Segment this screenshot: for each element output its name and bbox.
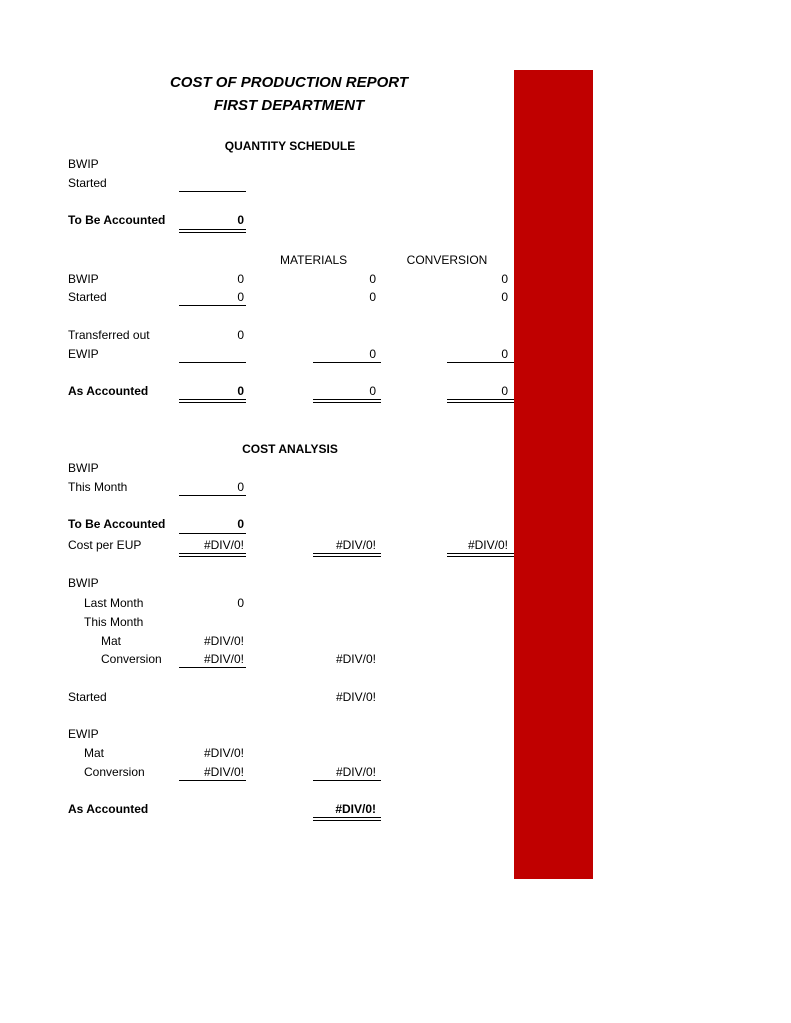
eup-ewip-underline-conversion [447, 362, 514, 363]
ca-bwip-section-label: BWIP [68, 576, 99, 590]
qs-to-be-accounted-double-underline [179, 229, 246, 233]
ca-to-be-accounted-label: To Be Accounted [68, 517, 166, 531]
conversion-header: CONVERSION [406, 253, 488, 267]
ewip-conversion-label: Conversion [84, 765, 145, 779]
eup-row-label: BWIP [68, 272, 99, 286]
qs-to-be-accounted-label: To Be Accounted [68, 213, 166, 227]
ca-bwip-label: BWIP [68, 461, 99, 475]
bwip-total: #DIV/0! [335, 652, 376, 666]
ewip-conversion-value: #DIV/0! [203, 765, 244, 779]
quantity-schedule-heading: QUANTITY SCHEDULE [224, 139, 356, 153]
last-month-label: Last Month [84, 596, 144, 610]
cost-per-eup-materials: #DIV/0! [335, 538, 376, 552]
cost-per-eup-double-underline [447, 553, 514, 557]
ca-this-month-underline [179, 495, 246, 496]
ca-ewip-label: EWIP [68, 727, 99, 741]
qs-bwip-label: BWIP [68, 157, 99, 171]
ca-as-accounted-double-underline [313, 817, 381, 821]
bwip-mat-label: Mat [101, 634, 122, 648]
bwip-conversion-value: #DIV/0! [203, 652, 244, 666]
ca-to-be-accounted-underline [179, 533, 246, 534]
eup-row-units: 0 [237, 272, 244, 286]
ca-this-month-label: This Month [68, 480, 128, 494]
bwip-mat-value: #DIV/0! [203, 634, 244, 648]
ewip-mat-label: Mat [84, 746, 105, 760]
ewip-conversion-underline [179, 780, 246, 781]
eup-row-label: EWIP [68, 347, 99, 361]
eup-row-units: 0 [237, 384, 244, 398]
ca-as-accounted-label: As Accounted [68, 802, 149, 816]
eup-row-materials: 0 [369, 290, 376, 304]
ca-to-be-accounted-value: 0 [237, 517, 244, 531]
ca-started-total: #DIV/0! [335, 690, 376, 704]
eup-row-label: Started [68, 290, 107, 304]
eup-row-conversion: 0 [501, 272, 508, 286]
cost-per-eup-double-underline [313, 553, 381, 557]
bwip-this-month-label: This Month [84, 615, 144, 629]
materials-header: MATERIALS [280, 253, 348, 267]
qs-started-label: Started [68, 176, 107, 190]
ewip-mat-value: #DIV/0! [203, 746, 244, 760]
cost-per-eup-label: Cost per EUP [68, 538, 142, 552]
eup-ewip-underline-materials [313, 362, 381, 363]
eup-row-units: 0 [237, 290, 244, 304]
cost-per-eup-conversion: #DIV/0! [467, 538, 508, 552]
eup-as-accounted-double-underline [447, 399, 514, 403]
eup-row-conversion: 0 [501, 290, 508, 304]
cost-per-eup-total: #DIV/0! [203, 538, 244, 552]
eup-row-conversion: 0 [501, 384, 508, 398]
eup-ewip-underline-units [179, 362, 246, 363]
eup-row-materials: 0 [369, 272, 376, 286]
eup-row-units: 0 [237, 328, 244, 342]
report-subtitle: FIRST DEPARTMENT [213, 97, 365, 114]
ewip-total-underline [313, 780, 381, 781]
red-side-bar [514, 70, 593, 879]
ca-started-label: Started [68, 690, 107, 704]
cost-per-eup-double-underline [179, 553, 246, 557]
qs-started-underline [179, 191, 246, 192]
eup-row-label: As Accounted [68, 384, 149, 398]
ca-as-accounted-total: #DIV/0! [335, 802, 376, 816]
eup-row-materials: 0 [369, 347, 376, 361]
eup-row-label: Transferred out [68, 328, 150, 342]
eup-row-materials: 0 [369, 384, 376, 398]
ca-this-month-value: 0 [237, 480, 244, 494]
report-title: COST OF PRODUCTION REPORT [169, 74, 409, 91]
ewip-total: #DIV/0! [335, 765, 376, 779]
bwip-conversion-label: Conversion [101, 652, 162, 666]
eup-as-accounted-double-underline [179, 399, 246, 403]
cost-analysis-heading: COST ANALYSIS [242, 442, 338, 456]
last-month-value: 0 [237, 596, 244, 610]
bwip-conversion-underline [179, 667, 246, 668]
eup-started-underline [179, 305, 246, 306]
qs-to-be-accounted-value: 0 [237, 213, 244, 227]
eup-row-conversion: 0 [501, 347, 508, 361]
eup-as-accounted-double-underline [313, 399, 381, 403]
